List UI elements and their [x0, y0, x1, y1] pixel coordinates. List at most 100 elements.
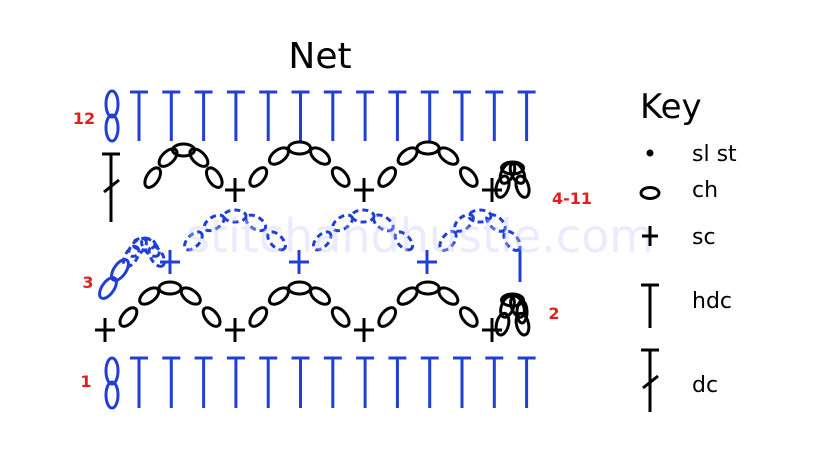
chain-oval [179, 286, 202, 306]
key-label-dc: dc [692, 373, 718, 398]
chain-arch [118, 280, 222, 328]
hdc-stitch [130, 90, 148, 141]
hdc-stitch [194, 90, 213, 141]
key-row-hdc: hdc [641, 283, 732, 328]
chain-oval [309, 286, 332, 306]
chain-oval [330, 166, 351, 188]
sc-stitch [289, 250, 309, 274]
hdc-stitch [420, 90, 439, 141]
hdc-stitch [162, 90, 181, 141]
chain-oval [140, 236, 161, 258]
key-row-sc: sc [642, 225, 716, 250]
hdc-stitch [323, 356, 342, 408]
chain-oval [467, 208, 493, 224]
chain-oval [437, 146, 460, 166]
sc-stitch [354, 178, 374, 202]
row-2-arches [95, 280, 531, 342]
chain-arch [377, 280, 479, 328]
chain-oval [514, 311, 531, 337]
sc-stitch [482, 178, 502, 202]
chain-arch [438, 208, 522, 252]
chain-oval [248, 306, 269, 328]
key-label-hdc: hdc [692, 289, 732, 314]
chain-oval [266, 230, 287, 252]
chain-arch [377, 140, 479, 188]
row-4-11-arches [143, 140, 531, 202]
chain-oval [393, 230, 415, 252]
dc-slash [103, 178, 120, 194]
chain-oval [485, 212, 507, 233]
hdc-stitch [323, 90, 342, 141]
chain-oval [188, 147, 210, 168]
chain-oval [415, 280, 441, 296]
chain-oval [330, 306, 351, 328]
chain-oval [514, 174, 531, 199]
chain-oval [311, 230, 333, 252]
hdc-stitch [226, 90, 245, 141]
turning-chain-oval [104, 356, 120, 386]
chain-oval [157, 280, 183, 296]
chain-oval [204, 166, 224, 189]
chain-oval [453, 212, 475, 233]
chain-oval [183, 230, 204, 252]
turning-chains [98, 89, 529, 410]
key-row-sl-st: sl st [646, 142, 737, 167]
hdc-stitch [291, 356, 310, 408]
sc-stitch [225, 318, 245, 342]
key-label-ch: ch [692, 178, 718, 203]
chain-oval [458, 306, 479, 328]
chain-oval [508, 161, 527, 185]
sc-stitch [225, 178, 245, 202]
row-label-1: 1 [80, 372, 91, 391]
single-crochet-cross-icon [642, 226, 658, 246]
chain-oval [118, 306, 139, 328]
hdc-stitch [420, 356, 439, 408]
hdc-stitch [162, 356, 181, 408]
hdc-stitch [226, 356, 245, 408]
chain-oval-icon [639, 186, 661, 200]
sc-stitch [354, 318, 374, 342]
chain-oval [438, 229, 458, 252]
key-label-sl-st: sl st [692, 142, 737, 167]
chain-oval [157, 147, 179, 168]
watermark-text: stitchandhustle.com [186, 209, 654, 263]
hdc-stitch [517, 356, 536, 408]
hdc-stitch [485, 90, 504, 141]
chain-arch [183, 208, 287, 252]
key-label-sc: sc [692, 225, 716, 250]
key-title: Key [640, 87, 702, 127]
chain-arch [494, 160, 531, 199]
hdc-stitch [453, 356, 471, 408]
double-crochet-slash-icon [641, 348, 659, 412]
hdc-stitch [194, 356, 213, 408]
left-edge-dc-stitch [102, 152, 120, 222]
chain-oval [377, 166, 398, 188]
chain-oval [494, 311, 511, 337]
turning-chain-oval [104, 89, 120, 119]
hdc-stitch [388, 356, 407, 408]
chain-oval [350, 208, 376, 224]
sc-stitch [417, 250, 437, 274]
hdc-stitch [356, 356, 375, 408]
chain-oval [377, 306, 398, 328]
half-double-crochet-t-icon [641, 283, 659, 328]
chart-title: Net [288, 36, 351, 77]
chain-arch [122, 236, 166, 268]
row-label-3: 3 [82, 273, 93, 292]
hdc-stitch [388, 90, 407, 141]
chain-oval [202, 213, 226, 233]
row-label-4-11: 4-11 [552, 189, 592, 208]
chain-oval [248, 166, 269, 188]
chain-arch [311, 208, 415, 252]
hdc-stitch [291, 90, 310, 141]
chain-arch [248, 280, 351, 328]
row-label-12: 12 [73, 109, 95, 128]
turning-chain-oval [104, 113, 120, 143]
chain-oval [458, 166, 479, 188]
chain-oval [331, 213, 354, 233]
row-3-arches [122, 208, 522, 282]
sc-stitch [95, 318, 115, 342]
hdc-stitch [259, 356, 278, 408]
chain-oval [143, 166, 163, 189]
